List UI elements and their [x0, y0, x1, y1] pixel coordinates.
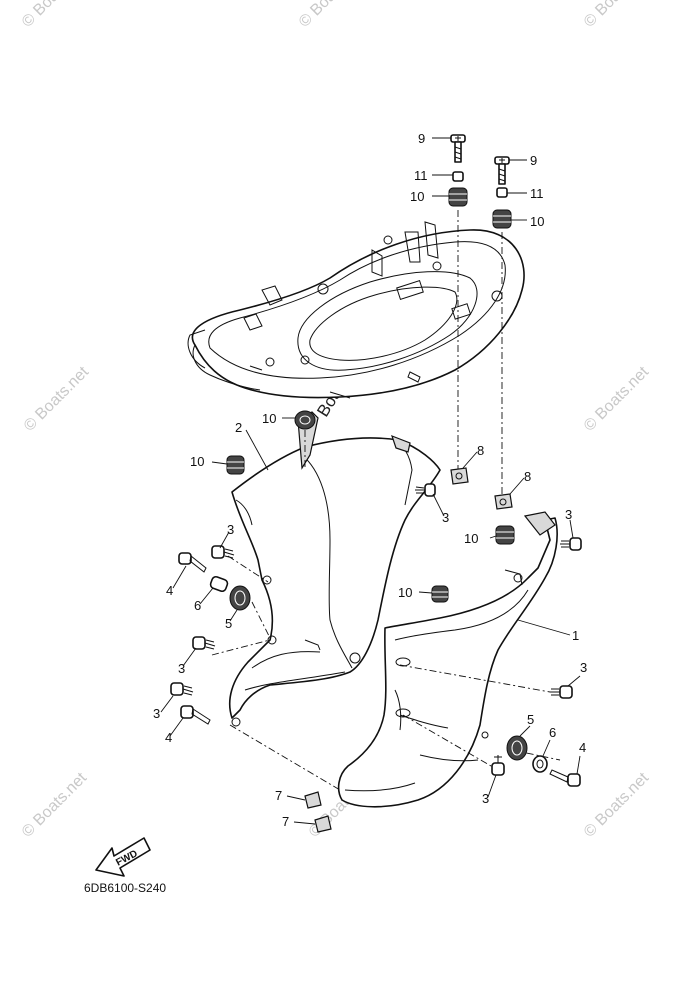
- callout-7-upper: 7: [275, 788, 282, 803]
- bolt-left-upper: [178, 552, 207, 573]
- drawing-code: 6DB6100-S240: [84, 881, 166, 895]
- callout-3-left-upper: 3: [227, 522, 234, 537]
- screw-left-upper: [211, 545, 235, 559]
- grommet-lower-middle: [431, 585, 449, 603]
- bottom-cowling-front: [337, 511, 558, 808]
- top-right-fastener-stack: [492, 156, 512, 229]
- callout-11-left: 11: [414, 168, 428, 183]
- watermark-mid-right: © Boats.net: [581, 363, 653, 435]
- callout-3-right-lower: 3: [580, 660, 587, 675]
- watermark-top-right: © Boats.net: [581, 0, 653, 31]
- watermark-mid-left: © Boats.net: [21, 363, 93, 435]
- callout-7-lower: 7: [282, 814, 289, 829]
- nut-lower: [314, 815, 332, 833]
- callout-8-right: 8: [524, 469, 531, 484]
- clip-nut-right: [494, 493, 513, 510]
- clip-nut-left: [450, 467, 469, 485]
- screw-right-upper: [560, 537, 582, 551]
- assembly-line-right-bolt: [511, 749, 561, 761]
- callout-4-left-upper: 4: [166, 583, 173, 598]
- callout-6-right: 6: [549, 725, 556, 740]
- callout-3-left-lower: 3: [153, 706, 160, 721]
- watermark-bottom-left: © Boats.net: [19, 769, 91, 841]
- screw-right-lower: [550, 685, 573, 699]
- screw-left-lower: [170, 682, 194, 696]
- callout-3-bottom-middle: 3: [482, 791, 489, 806]
- collar-right: [532, 755, 548, 773]
- bolt-right-lower: [549, 769, 581, 787]
- callout-10-lower-middle: 10: [398, 585, 412, 600]
- callout-10-left: 10: [190, 454, 204, 469]
- cowling-tray: [187, 221, 525, 399]
- callout-4-right: 4: [579, 740, 586, 755]
- callout-4-left-lower: 4: [165, 730, 172, 745]
- nut-upper: [304, 791, 322, 809]
- callouts: 9 11 10 9 11 10 10 2 10 8 8 3 3 3 10 4 6…: [153, 131, 587, 829]
- bolt-left-lower: [180, 705, 211, 725]
- callout-3-right-upper: 3: [565, 507, 572, 522]
- callout-8-left: 8: [477, 443, 484, 458]
- callout-9-right: 9: [530, 153, 537, 168]
- screw-bottom-middle: [491, 755, 505, 776]
- grommet-left: [226, 455, 245, 475]
- grommet-rear-top: [294, 410, 316, 430]
- assembly-line-right-screw: [399, 664, 551, 693]
- grommet-right-lower: [506, 735, 528, 761]
- assembly-line-bottom: [229, 724, 341, 791]
- callout-2: 2: [235, 420, 242, 435]
- watermark-top-center: © Boats.net: [296, 0, 368, 31]
- fwd-label: FWD: [114, 848, 139, 868]
- watermark-bottom-right: © Boats.net: [581, 769, 653, 841]
- callout-10-top-right: 10: [530, 214, 544, 229]
- fwd-arrow-icon: FWD: [95, 837, 151, 877]
- callout-10-rear-top: 10: [262, 411, 276, 426]
- grommet-right-middle: [495, 525, 515, 545]
- assembly-line-left-bolt: [251, 601, 273, 643]
- callout-3-left-middle: 3: [178, 661, 185, 676]
- callout-5-left: 5: [225, 616, 232, 631]
- callout-3-upper-middle: 3: [442, 510, 449, 525]
- top-left-fastener-stack: [448, 134, 468, 207]
- collar-left: [209, 575, 229, 593]
- assembly-line-right-screw-2: [402, 714, 499, 771]
- callout-1: 1: [572, 628, 579, 643]
- callout-9-left: 9: [418, 131, 425, 146]
- callout-6-left: 6: [194, 598, 201, 613]
- callout-5-right: 5: [527, 712, 534, 727]
- leader-lines: [160, 137, 581, 825]
- screw-left-middle: [192, 636, 216, 650]
- screw-upper-middle: [415, 483, 436, 497]
- grommet-left-middle: [229, 585, 251, 611]
- assembly-line-mid: [211, 639, 271, 656]
- watermark-top-left: © Boats.net: [19, 0, 91, 31]
- callout-11-right: 11: [530, 186, 544, 201]
- callout-10-top-left: 10: [410, 189, 424, 204]
- callout-10-right-middle: 10: [464, 531, 478, 546]
